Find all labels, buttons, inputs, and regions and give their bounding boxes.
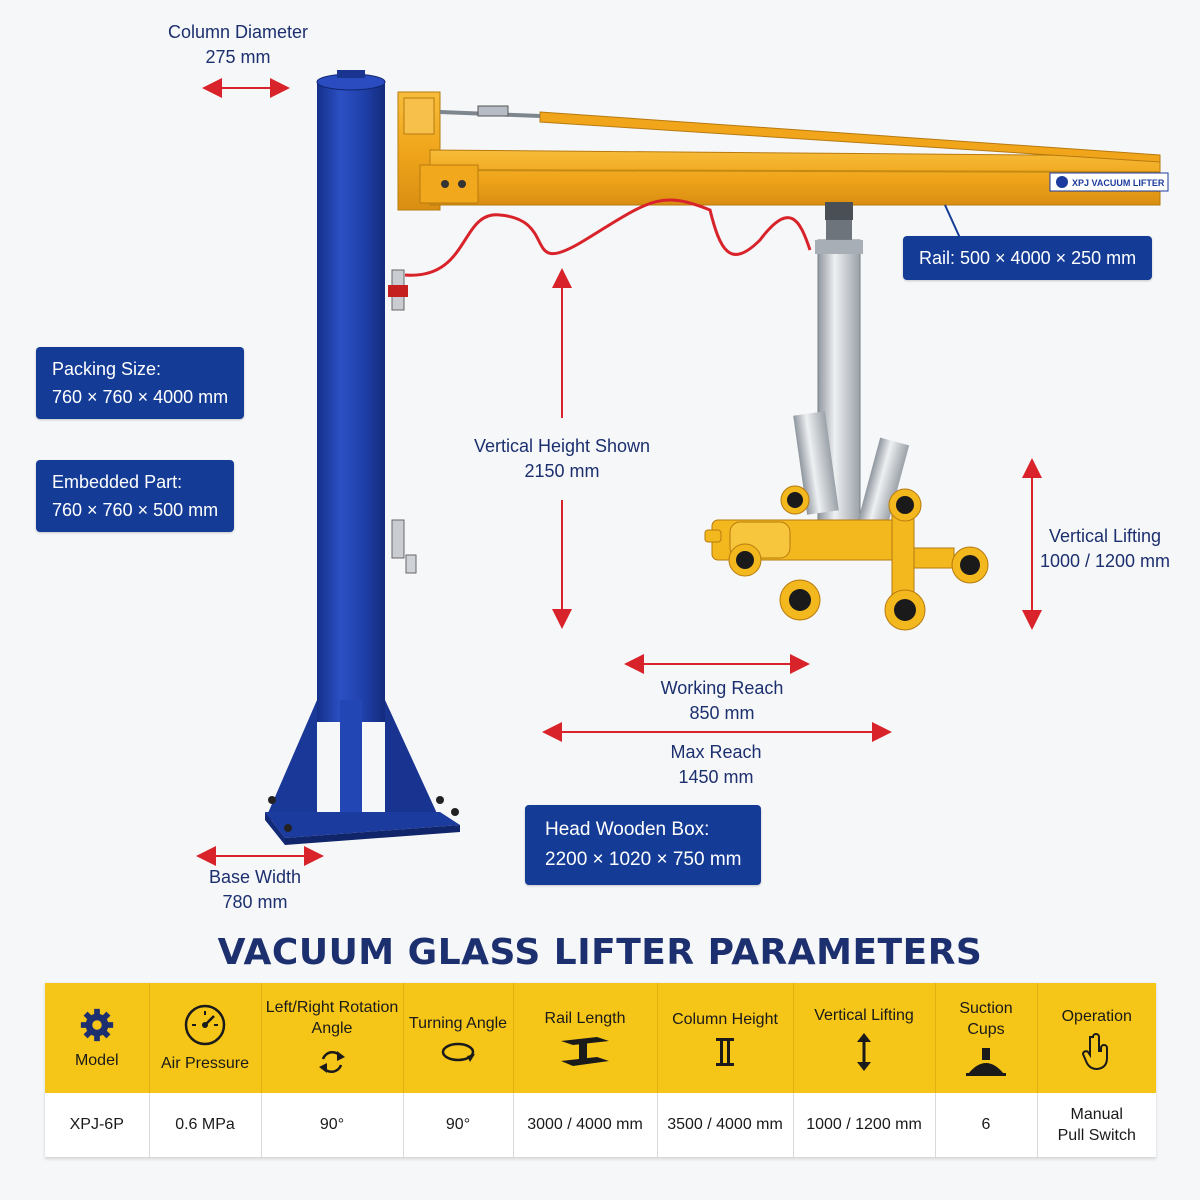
column-diameter-label: Column Diameter 275 mm bbox=[148, 20, 328, 70]
turn-icon bbox=[441, 1042, 475, 1062]
hand-pointer-icon bbox=[1081, 1032, 1108, 1070]
vertical-lifting-value: 1000 / 1200 mm bbox=[1039, 551, 1171, 571]
vertical-height-title: Vertical Height Shown bbox=[473, 436, 651, 456]
embedded-part-label: Embedded Part: bbox=[52, 472, 183, 492]
max-reach-title: Max Reach bbox=[670, 742, 762, 762]
parameters-table: Model Air Pressure Left/Right Rotation A… bbox=[45, 983, 1156, 1158]
rail-pointer-line bbox=[944, 204, 961, 239]
value-vertical-lifting: 1000 / 1200 mm bbox=[793, 1093, 936, 1158]
value-turning-angle: 90° bbox=[403, 1093, 514, 1158]
header-rail-length-label: Rail Length bbox=[544, 1009, 626, 1027]
gauge-icon bbox=[184, 1004, 226, 1045]
suction-cup-icon bbox=[966, 1048, 1006, 1076]
gear-icon bbox=[80, 1008, 113, 1041]
base-width-value: 780 mm bbox=[222, 892, 288, 912]
header-air-pressure: Air Pressure bbox=[149, 983, 262, 1093]
value-suction-cups: 6 bbox=[935, 1093, 1038, 1158]
packing-size-label: Packing Size: bbox=[52, 359, 162, 379]
header-suction-cups-label: Suction Cups bbox=[959, 1000, 1013, 1038]
value-operation: Manual Pull Switch bbox=[1037, 1093, 1156, 1158]
max-reach-value: 1450 mm bbox=[678, 767, 754, 787]
working-reach-label: Working Reach 850 mm bbox=[632, 676, 812, 726]
header-rotation-angle-label: Left/Right Rotation Angle bbox=[265, 999, 399, 1037]
vertical-height-label: Vertical Height Shown 2150 mm bbox=[462, 434, 662, 484]
column-diameter-title: Column Diameter bbox=[167, 22, 309, 42]
embedded-part-value: 760 × 760 × 500 mm bbox=[52, 500, 219, 520]
table-header-row: Model Air Pressure Left/Right Rotation A… bbox=[45, 983, 1156, 1093]
header-column-height-label: Column Height bbox=[672, 1010, 778, 1028]
header-rail-length: Rail Length bbox=[513, 983, 658, 1093]
header-model-label: Model bbox=[74, 1051, 119, 1069]
column-icon bbox=[716, 1037, 734, 1066]
header-column-height: Column Height bbox=[657, 983, 794, 1093]
head-wooden-box: Head Wooden Box: 2200 × 1020 × 750 mm bbox=[525, 805, 762, 885]
base-width-label: Base Width 780 mm bbox=[175, 865, 335, 915]
value-column-height: 3500 / 4000 mm bbox=[657, 1093, 794, 1158]
embedded-part-box: Embedded Part: 760 × 760 × 500 mm bbox=[36, 460, 235, 532]
jib-boom: XPJ VACUUM LIFTER bbox=[397, 91, 1169, 211]
boom-brand-text: XPJ VACUUM LIFTER bbox=[1072, 178, 1165, 188]
rail-size-text: Rail: 500 × 4000 × 250 mm bbox=[919, 248, 1137, 268]
packing-size-box: Packing Size: 760 × 760 × 4000 mm bbox=[36, 347, 245, 419]
header-rotation-angle: Left/Right Rotation Angle bbox=[261, 983, 404, 1093]
table-row: XPJ-6P 0.6 MPa 90° 90° 3000 / 4000 mm 35… bbox=[45, 1093, 1156, 1158]
header-suction-cups: Suction Cups bbox=[935, 983, 1038, 1093]
working-reach-title: Working Reach bbox=[660, 678, 784, 698]
max-reach-label: Max Reach 1450 mm bbox=[626, 740, 806, 790]
vertical-lifting-label: Vertical Lifting 1000 / 1200 mm bbox=[1030, 524, 1180, 574]
parameters-title: VACUUM GLASS LIFTER PARAMETERS bbox=[217, 932, 983, 973]
header-turning-angle: Turning Angle bbox=[403, 983, 514, 1093]
updown-arrow-icon bbox=[857, 1032, 871, 1071]
header-air-pressure-label: Air Pressure bbox=[160, 1054, 250, 1072]
vacuum-head bbox=[704, 411, 989, 631]
vertical-height-value: 2150 mm bbox=[524, 461, 600, 481]
vertical-lifting-title: Vertical Lifting bbox=[1048, 526, 1162, 546]
header-operation: Operation bbox=[1037, 983, 1156, 1093]
column bbox=[265, 70, 460, 845]
crane-diagram: XPJ VACUUM LIFTER bbox=[36, 20, 1180, 915]
packing-size-value: 760 × 760 × 4000 mm bbox=[52, 387, 229, 407]
jib-crane-illustration: XPJ VACUUM LIFTER bbox=[196, 70, 1169, 866]
value-operation-text: Manual Pull Switch bbox=[1057, 1105, 1136, 1144]
header-vertical-lifting-label: Vertical Lifting bbox=[814, 1006, 914, 1024]
header-operation-label: Operation bbox=[1061, 1007, 1132, 1025]
header-turning-angle-label: Turning Angle bbox=[408, 1014, 508, 1032]
column-diameter-value: 275 mm bbox=[205, 47, 271, 67]
head-wooden-box-value: 2200 × 1020 × 750 mm bbox=[545, 849, 742, 870]
value-model: XPJ-6P bbox=[45, 1093, 150, 1158]
rotate-icon bbox=[319, 1050, 345, 1074]
value-rail-length: 3000 / 4000 mm bbox=[513, 1093, 658, 1158]
rail-size-box: Rail: 500 × 4000 × 250 mm bbox=[903, 236, 1153, 280]
base-width-title: Base Width bbox=[208, 867, 302, 887]
dimension-arrows bbox=[196, 78, 1042, 866]
head-wooden-box-label: Head Wooden Box: bbox=[545, 819, 710, 840]
value-rotation-angle: 90° bbox=[261, 1093, 404, 1158]
ibeam-icon bbox=[561, 1036, 609, 1066]
header-vertical-lifting: Vertical Lifting bbox=[793, 983, 936, 1093]
working-reach-value: 850 mm bbox=[689, 703, 755, 723]
header-model: Model bbox=[45, 983, 150, 1093]
air-hose bbox=[404, 198, 812, 277]
value-air-pressure: 0.6 MPa bbox=[149, 1093, 262, 1158]
